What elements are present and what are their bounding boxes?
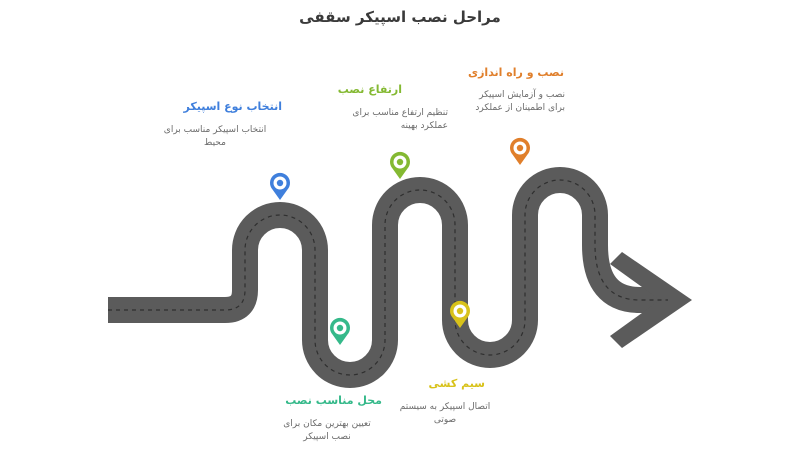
step-5-desc: نصب و آزمایش اسپیکر برای اطمینان از عملک…: [455, 89, 565, 115]
step-2-map-pin-icon: [329, 317, 350, 345]
step-3-desc-line-1: تنظیم ارتفاع مناسب برای: [352, 108, 448, 118]
step-4-desc: اتصال اسپیکر به سیستم صوتی: [390, 401, 500, 427]
step-3-desc: تنظیم ارتفاع مناسب برای عملکرد بهینه: [338, 107, 448, 133]
step-1-map-pin-icon: [269, 172, 290, 200]
step-1-desc: انتخاب اسپیکر مناسب برای محیط: [145, 124, 285, 150]
step-5-desc-line-1: نصب و آزمایش اسپیکر: [479, 90, 565, 100]
diagram-title: مراحل نصب اسپیکر سقفی: [299, 8, 501, 26]
step-4-desc-line-1: اتصال اسپیکر به سیستم: [399, 402, 491, 412]
step-5-title: نصب و راه اندازی: [468, 66, 564, 79]
step-3-map-pin-icon: [389, 151, 410, 179]
step-4-title: سیم کشی: [428, 377, 485, 390]
step-1-title: انتخاب نوع اسپیکر: [183, 100, 282, 113]
step-2-desc: تعیین بهترین مکان برای نصب اسپیکر: [272, 418, 382, 444]
winding-road: [108, 167, 665, 388]
step-1-desc-line-1: انتخاب اسپیکر مناسب برای: [163, 125, 267, 135]
step-2-desc-line-1: تعیین بهترین مکان برای: [283, 419, 371, 429]
step-5-map-pin-icon: [509, 137, 530, 165]
road-center-line: [108, 179, 668, 376]
step-2-desc-line-2: نصب اسپیکر: [303, 432, 351, 442]
step-4-map-pin-icon: [450, 300, 470, 328]
step-2-title: محل مناسب نصب: [285, 394, 382, 407]
step-3-desc-line-2: عملکرد بهینه: [400, 121, 448, 131]
step-4-desc-line-2: صوتی: [433, 415, 457, 425]
step-3-title: ارتفاع نصب: [337, 83, 402, 96]
step-1-desc-line-2: محیط: [204, 138, 226, 148]
road-arrow-head: [610, 252, 692, 348]
step-5-desc-line-2: برای اطمینان از عملکرد: [475, 103, 565, 113]
